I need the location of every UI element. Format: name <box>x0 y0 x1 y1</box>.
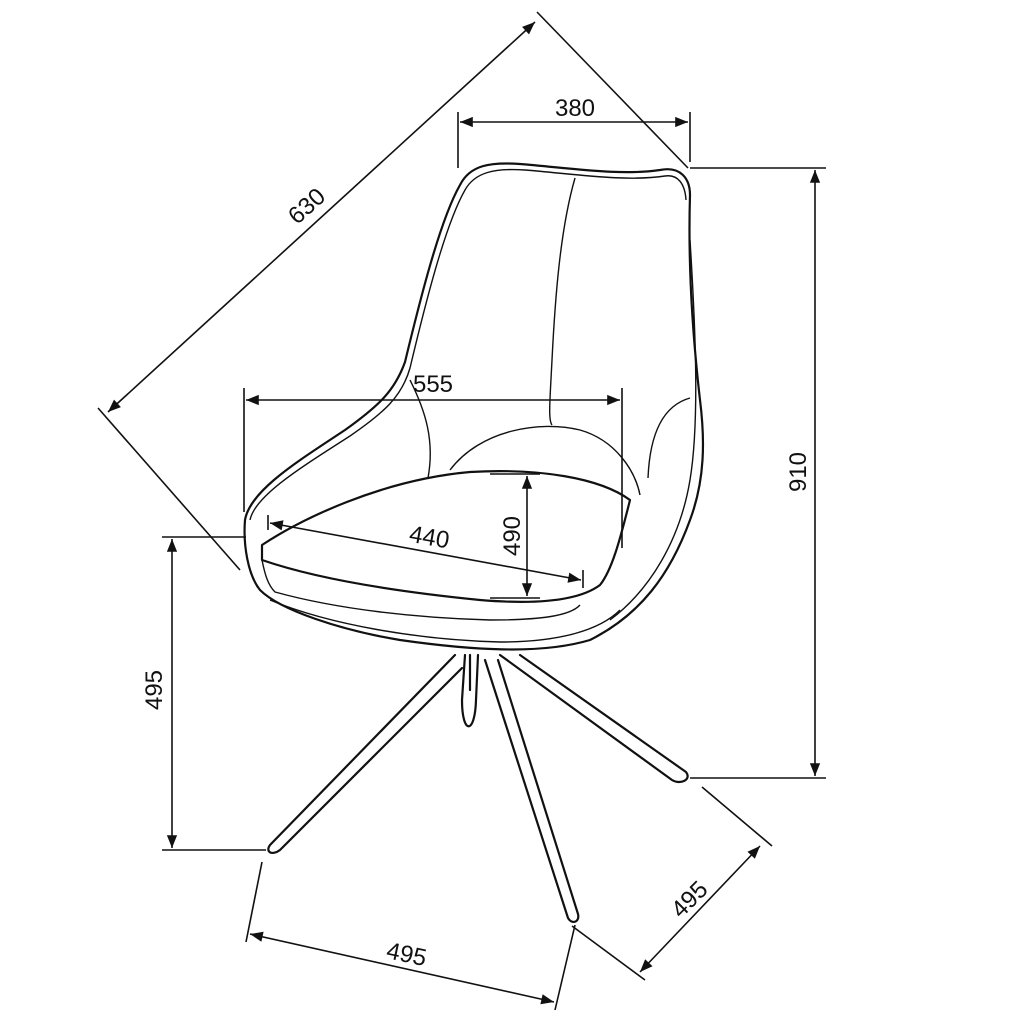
right-armrest-seam <box>647 397 691 479</box>
leg-front-left <box>267 653 464 854</box>
backrest-outline <box>243 162 705 651</box>
leg-back-right <box>498 653 689 784</box>
leg-front-right <box>483 658 580 924</box>
shell-bottom-seam <box>269 599 621 643</box>
seat-front-edge <box>261 559 581 621</box>
label-380: 380 <box>555 95 595 122</box>
label-555: 555 <box>413 371 453 398</box>
chair-outline <box>243 162 705 924</box>
dimension-base-width: 495 <box>245 861 576 1011</box>
label-490: 490 <box>499 516 526 556</box>
dimension-seat-width: 440 <box>267 515 584 588</box>
swivel-post <box>460 653 480 728</box>
backrest-seam <box>548 177 576 426</box>
label-495-width: 495 <box>384 937 429 972</box>
dimension-backrest-width: 380 <box>457 95 691 168</box>
inner-cushion <box>449 425 641 496</box>
dimension-overall-width: 555 <box>243 371 623 548</box>
backrest-side-seam <box>609 239 697 621</box>
dimension-overall-height: 910 <box>690 167 826 779</box>
label-910: 910 <box>785 452 812 492</box>
dimension-seat-depth: 490 <box>490 473 540 599</box>
label-495-depth: 495 <box>666 876 713 923</box>
label-495-height: 495 <box>141 670 168 710</box>
seat-cushion <box>260 470 632 603</box>
label-630: 630 <box>283 183 331 230</box>
dimension-seat-height: 495 <box>141 536 266 851</box>
dimension-base-depth: 495 <box>571 786 773 981</box>
